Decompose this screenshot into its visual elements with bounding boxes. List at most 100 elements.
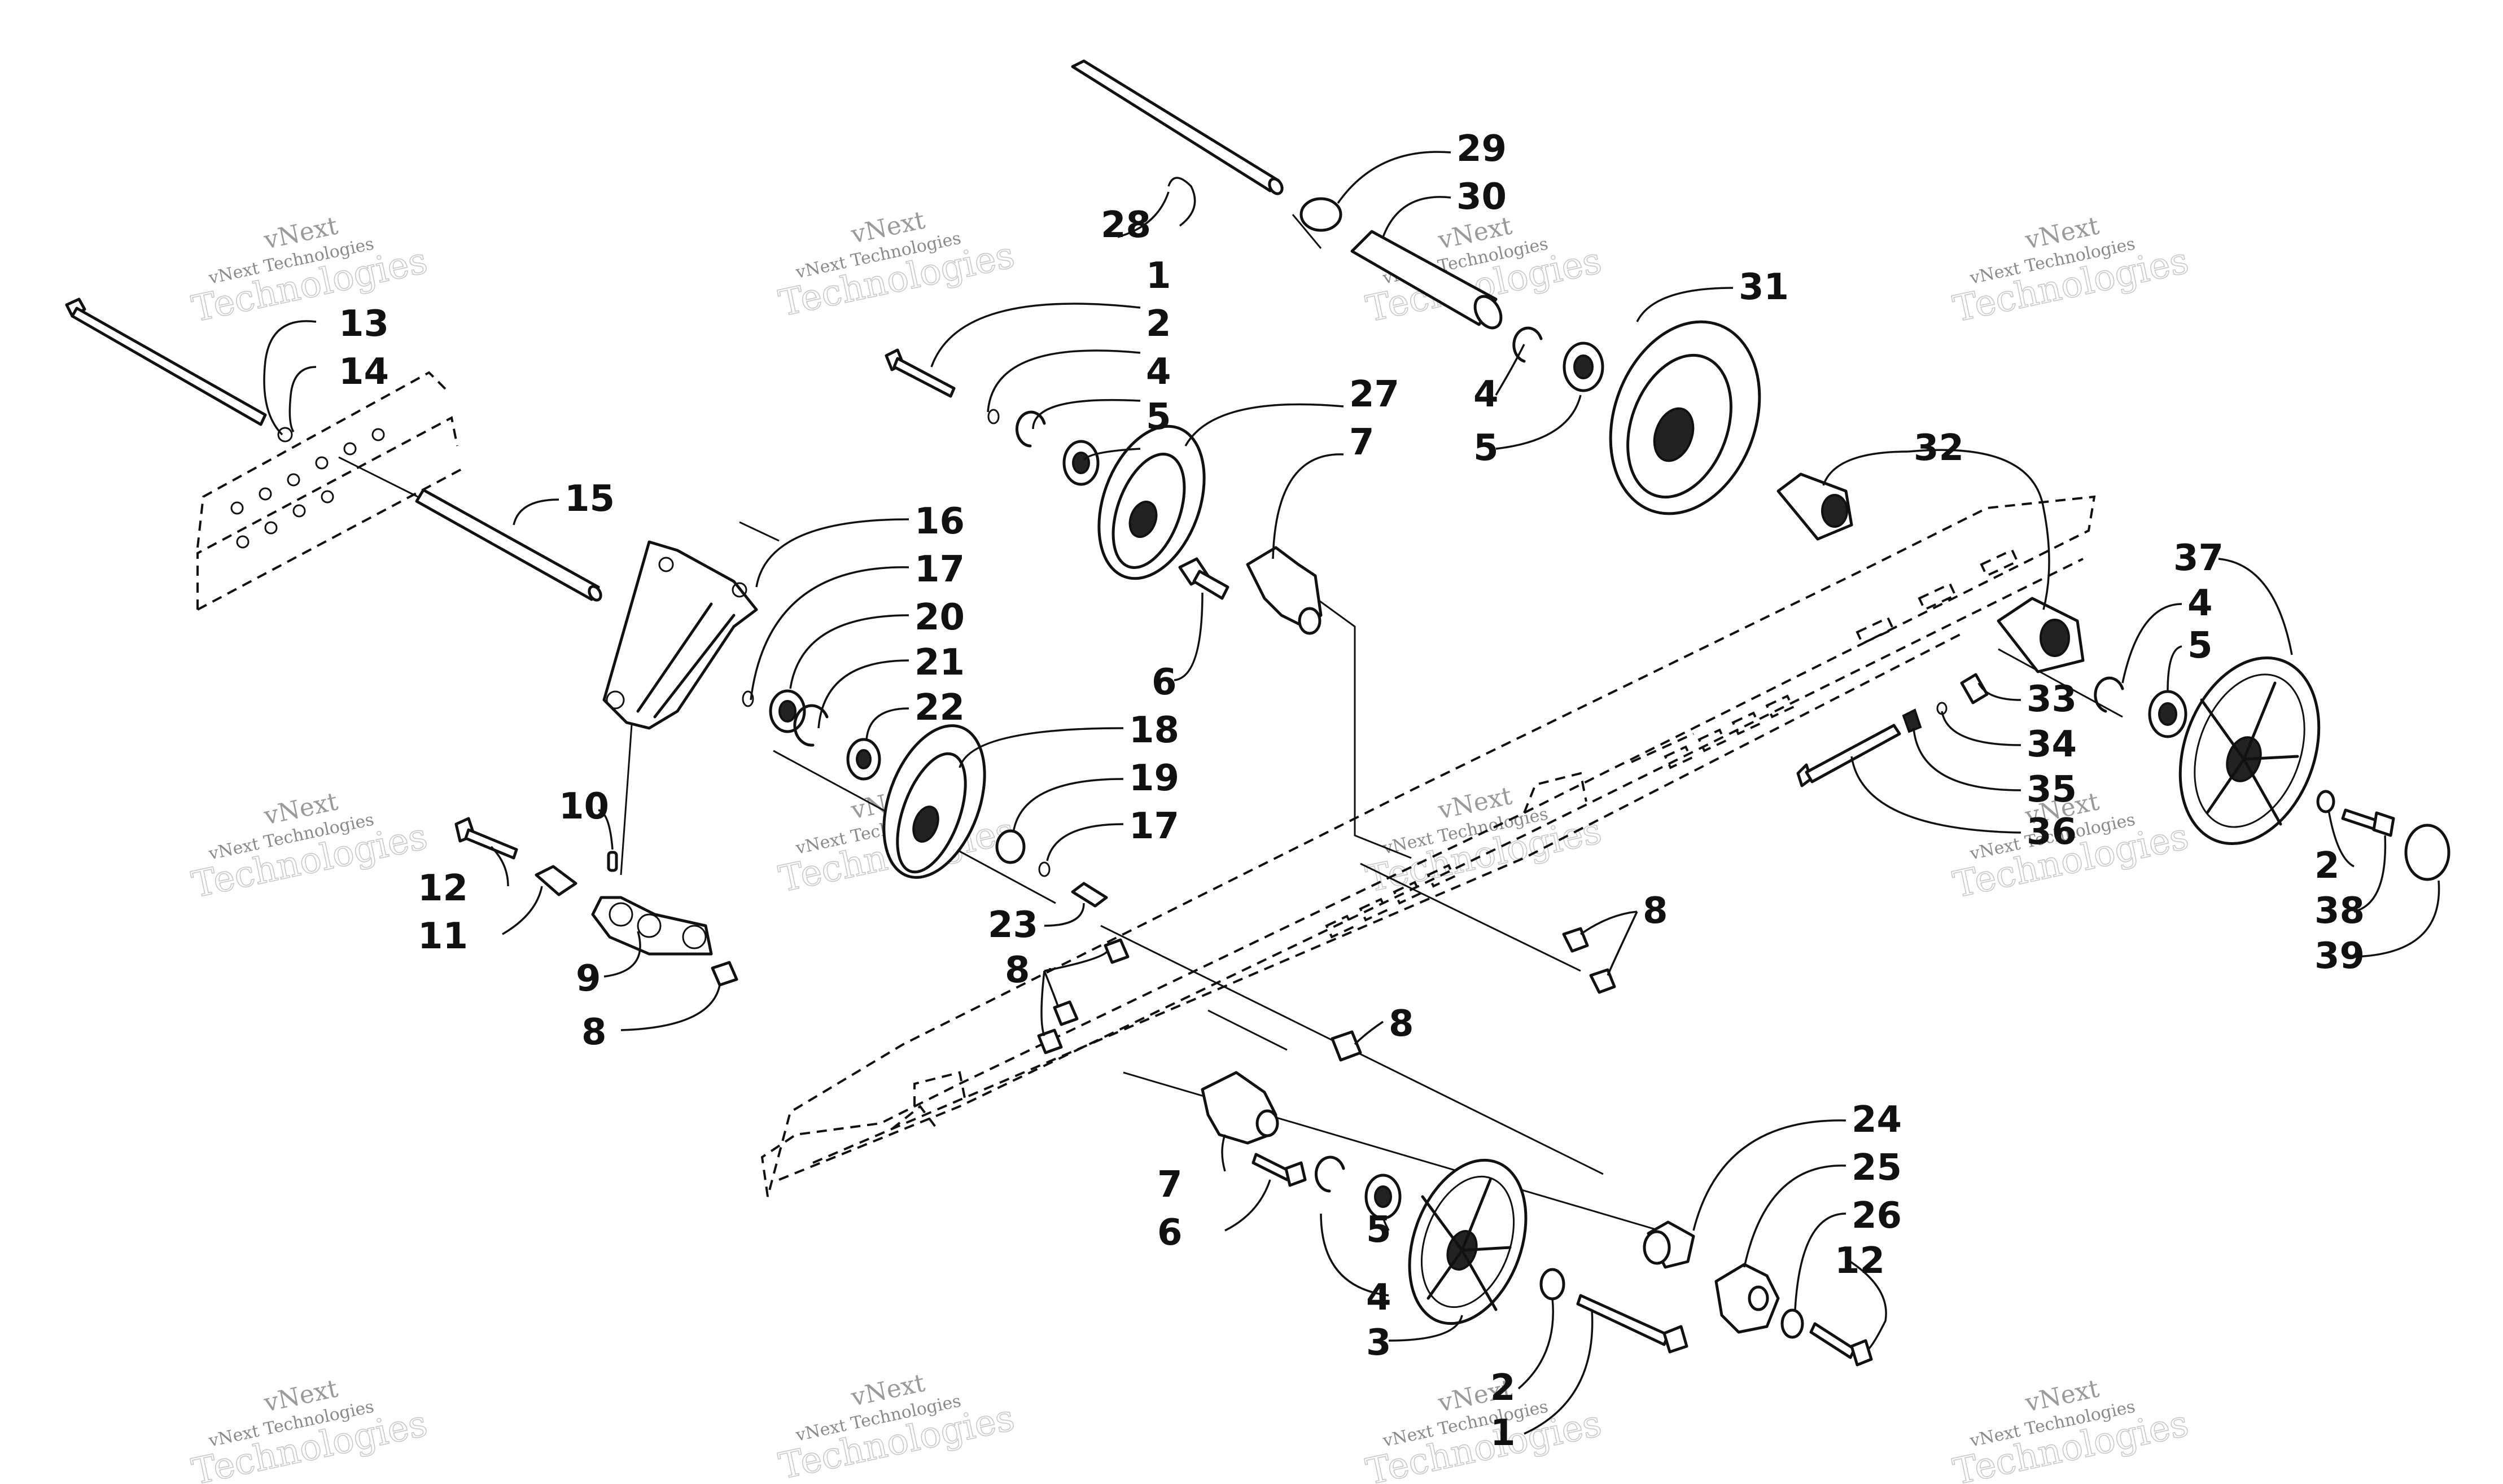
cap-39 [2404, 824, 2451, 881]
part-label: 29 [1456, 128, 1507, 170]
hub-32-front [1776, 472, 1853, 541]
spacer-23 [1071, 882, 1108, 908]
bolt-38 [2341, 808, 2395, 837]
part-label: 35 [2027, 769, 2077, 811]
nut-8-left [711, 961, 738, 987]
snap-ring-4-lower [1314, 1155, 1345, 1193]
watermark: vNext vNext Technologies Technologies [775, 205, 1018, 325]
washer-14 [277, 427, 293, 443]
part-label: 33 [2027, 678, 2077, 720]
part-label: 17 [914, 549, 965, 590]
part-label: 4 [1366, 1277, 1391, 1319]
bearing-5-rear [2148, 690, 2187, 738]
part-label: 2 [2314, 845, 2340, 887]
part-label: 25 [1852, 1147, 1902, 1189]
part-label: 11 [418, 916, 468, 957]
bolt-36 [1796, 724, 1901, 787]
bearing-5-upper [1563, 342, 1604, 392]
part-label: 6 [1152, 662, 1177, 703]
watermark: vNext vNext Technologies Technologies [775, 1368, 1018, 1484]
long-bolt-13 [65, 297, 293, 443]
bolt-12 [464, 828, 518, 860]
bolt-1-lower [1576, 1294, 1688, 1354]
snap-ring-4-mid [1015, 410, 1046, 448]
part-label: 37 [2173, 537, 2224, 579]
watermark: vNext vNext Technologies Technologies [188, 211, 431, 331]
bolt-1-upper [885, 348, 956, 398]
part-label: 8 [1389, 1003, 1414, 1045]
shaft-15 [415, 488, 602, 602]
part-label: 5 [1473, 427, 1499, 469]
watermark: vNext vNext Technologies Technologies [1949, 1374, 2193, 1484]
part-label: 6 [1157, 1212, 1183, 1254]
part-label: 22 [914, 687, 965, 729]
part-label: 26 [1852, 1195, 1902, 1237]
washer-29 [1299, 197, 1342, 232]
part-label: 7 [1157, 1164, 1183, 1206]
part-label: 2 [1146, 303, 1171, 345]
spacer-24 [1643, 1220, 1695, 1269]
watermark: vNext vNext Technologies Technologies [1362, 1374, 1605, 1484]
nut-8-b [1053, 1000, 1079, 1026]
part-label: 5 [1146, 396, 1171, 438]
bearing-5-lower [1364, 1174, 1402, 1220]
bolt-6-lower [1252, 1153, 1307, 1187]
part-label: 12 [1835, 1240, 1885, 1282]
part-label: 23 [988, 904, 1038, 946]
part-label: 4 [1146, 351, 1171, 393]
part-label: 17 [1129, 806, 1179, 847]
nut-35 [1902, 708, 1922, 733]
part-label: 13 [339, 303, 389, 345]
part-label: 9 [576, 958, 601, 1000]
spacer-11 [535, 865, 577, 896]
spacer-30 [1350, 230, 1503, 330]
bracket-7-lower [1201, 1071, 1279, 1145]
part-label: 16 [914, 501, 965, 542]
part-label: 5 [2187, 625, 2213, 667]
wheel-37 [2178, 656, 2321, 846]
watermark: vNext vNext Technologies Technologies [1949, 211, 2193, 331]
part-label: 32 [1914, 427, 1964, 469]
part-label: 8 [1643, 890, 1668, 932]
part-number-labels: 1 2 4 5 27 7 6 28 29 30 31 4 5 32 37 4 5… [339, 128, 2365, 1454]
part-label: 4 [1473, 374, 1499, 415]
bearing-5-mid [1062, 440, 1100, 486]
nut-8-c [1037, 1028, 1063, 1054]
part-label: 10 [559, 786, 609, 828]
washer-26 [1780, 1308, 1804, 1339]
part-label: 5 [1366, 1209, 1391, 1251]
part-label: 15 [565, 478, 615, 520]
part-label: 28 [1101, 204, 1151, 246]
part-label: 36 [2027, 811, 2077, 853]
washer-19 [995, 829, 1026, 864]
part-label: 24 [1852, 1099, 1902, 1141]
part-label: 14 [339, 351, 389, 393]
washer-2-rear [2316, 790, 2335, 813]
bracket-25 [1714, 1263, 1780, 1334]
bolt-6-upper [1178, 557, 1229, 600]
watermark: vNext vNext Technologies Technologies [1362, 781, 1605, 901]
wheel-18 [882, 724, 986, 879]
bracket-7-upper [1246, 546, 1323, 635]
nut-8-d [1331, 1030, 1362, 1062]
bolt-12-lower [1809, 1322, 1873, 1367]
part-label: 31 [1739, 266, 1789, 308]
pin-10 [607, 851, 618, 872]
washer-2-upper [987, 409, 1000, 424]
link-9 [591, 896, 713, 956]
wheel-27 [1097, 424, 1206, 580]
part-label: 8 [1005, 949, 1030, 991]
part-label: 20 [914, 597, 965, 638]
snap-ring-4-rear [2094, 676, 2124, 713]
bracket-16 [602, 540, 758, 730]
part-label: 2 [1490, 1367, 1516, 1409]
part-label: 38 [2314, 890, 2365, 932]
watermark: vNext vNext Technologies Technologies [188, 787, 431, 907]
part-label: 19 [1129, 758, 1179, 799]
part-label: 27 [1349, 374, 1399, 415]
part-label: 8 [581, 1012, 607, 1053]
part-label: 4 [2187, 583, 2213, 624]
part-label: 3 [1366, 1322, 1391, 1364]
part-label: 1 [1490, 1412, 1516, 1454]
washer-2-lower [1539, 1268, 1565, 1301]
